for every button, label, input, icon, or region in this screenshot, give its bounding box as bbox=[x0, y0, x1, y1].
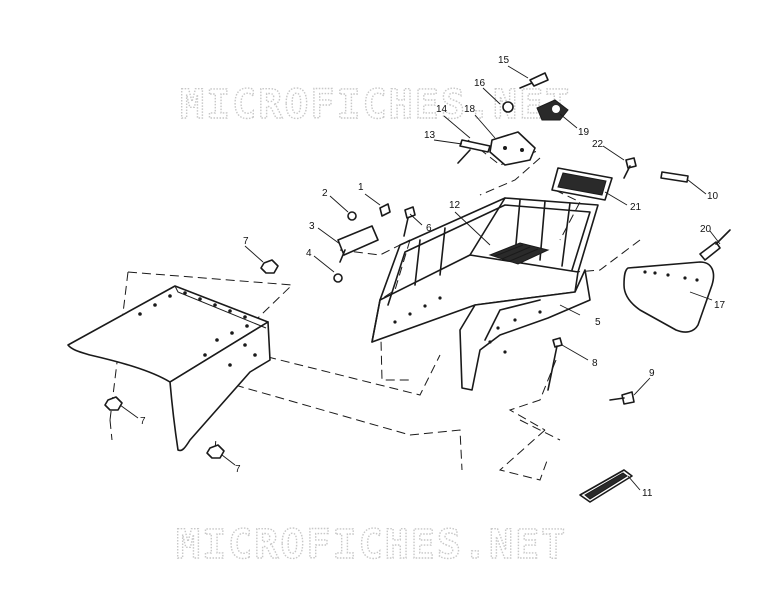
latch-assembly bbox=[457, 72, 569, 166]
callout-14: 14 bbox=[436, 104, 448, 115]
panel-holes bbox=[138, 291, 257, 367]
callout-7-left: 7 bbox=[140, 416, 146, 427]
rack-holes bbox=[393, 296, 542, 354]
callout-7-top: 7 bbox=[243, 236, 249, 247]
rack-grate bbox=[488, 242, 550, 265]
reflector-21 bbox=[551, 167, 613, 201]
callout-8: 8 bbox=[592, 358, 598, 369]
hardware bbox=[104, 157, 731, 459]
callout-18: 18 bbox=[464, 104, 476, 115]
callout-16: 16 bbox=[474, 78, 486, 89]
callout-3: 3 bbox=[309, 221, 315, 232]
callout-22: 22 bbox=[592, 139, 604, 150]
callout-labels: 1 2 3 4 5 6 7 7 7 8 9 10 11 12 13 14 15 … bbox=[140, 55, 726, 499]
clamp-assembly bbox=[333, 203, 416, 283]
callout-20: 20 bbox=[700, 224, 712, 235]
callout-6: 6 bbox=[426, 223, 432, 234]
callout-4: 4 bbox=[306, 248, 312, 259]
callout-11: 11 bbox=[642, 488, 653, 499]
callout-2: 2 bbox=[322, 188, 328, 199]
decal-10 bbox=[660, 171, 689, 183]
callout-7-bottom: 7 bbox=[235, 464, 241, 475]
callout-10: 10 bbox=[707, 191, 719, 202]
rack-frame bbox=[371, 197, 599, 391]
rear-panel bbox=[67, 285, 271, 452]
watermark-bottom: MICROFICHES.NET bbox=[176, 522, 567, 568]
callout-19: 19 bbox=[578, 127, 590, 138]
callout-15: 15 bbox=[498, 55, 510, 66]
callout-21: 21 bbox=[630, 202, 642, 213]
callout-5: 5 bbox=[595, 317, 601, 328]
callout-9: 9 bbox=[649, 368, 655, 379]
side-panel bbox=[623, 261, 715, 333]
leader-lines bbox=[119, 65, 721, 491]
callout-13: 13 bbox=[424, 130, 436, 141]
reflector-11 bbox=[579, 469, 633, 503]
callout-1: 1 bbox=[358, 182, 364, 193]
callout-17: 17 bbox=[714, 300, 726, 311]
callout-12: 12 bbox=[449, 200, 461, 211]
